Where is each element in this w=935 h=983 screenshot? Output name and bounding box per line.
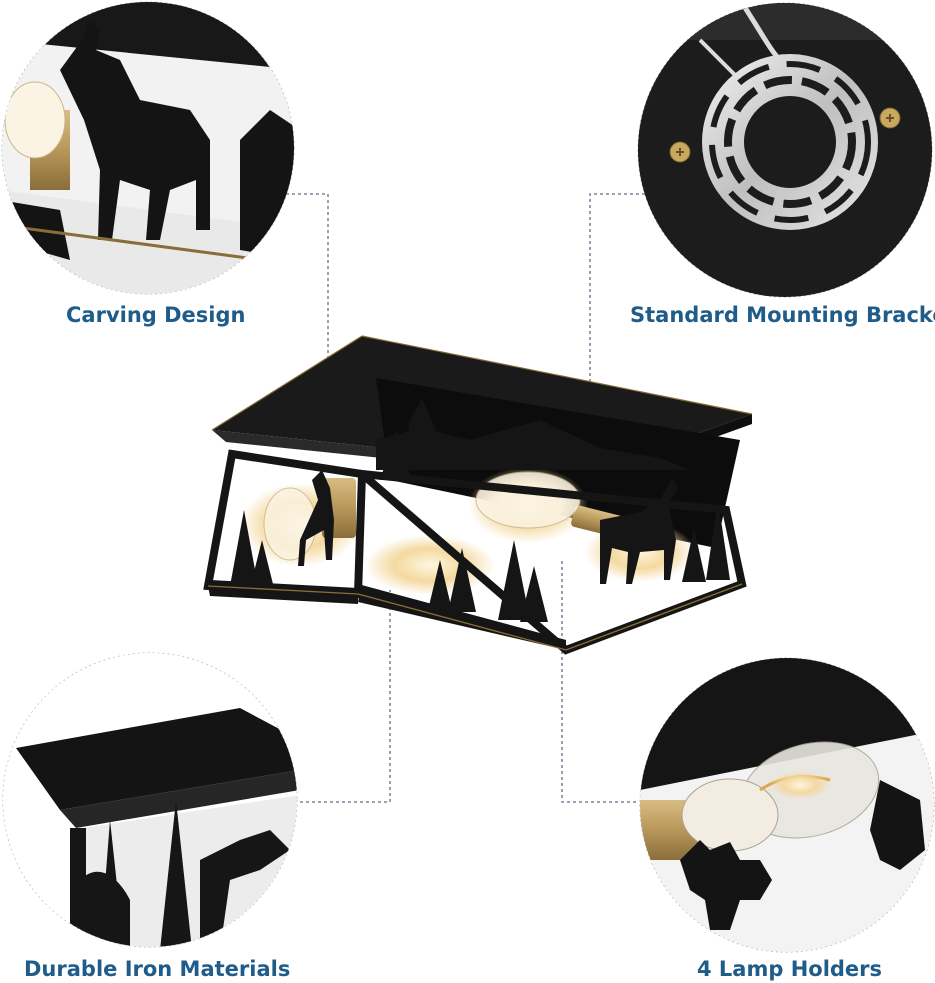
feature-label-iron-materials: Durable Iron Materials	[24, 957, 291, 981]
detail-lamp-holders-image	[639, 657, 935, 953]
main-fixture	[203, 335, 753, 655]
feature-label-mounting-bracket: Standard Mounting Bracket	[630, 303, 935, 327]
detail-iron-materials-image	[2, 652, 298, 948]
callout-line-holders	[561, 560, 636, 803]
detail-mounting-bracket-image	[637, 2, 933, 298]
feature-label-carving-design: Carving Design	[66, 303, 246, 327]
feature-label-lamp-holders: 4 Lamp Holders	[697, 957, 883, 981]
detail-carving-design-image	[1, 1, 295, 295]
callout-line-carving	[262, 193, 329, 430]
callout-line-mounting	[589, 193, 645, 415]
callout-line-iron	[300, 590, 391, 803]
